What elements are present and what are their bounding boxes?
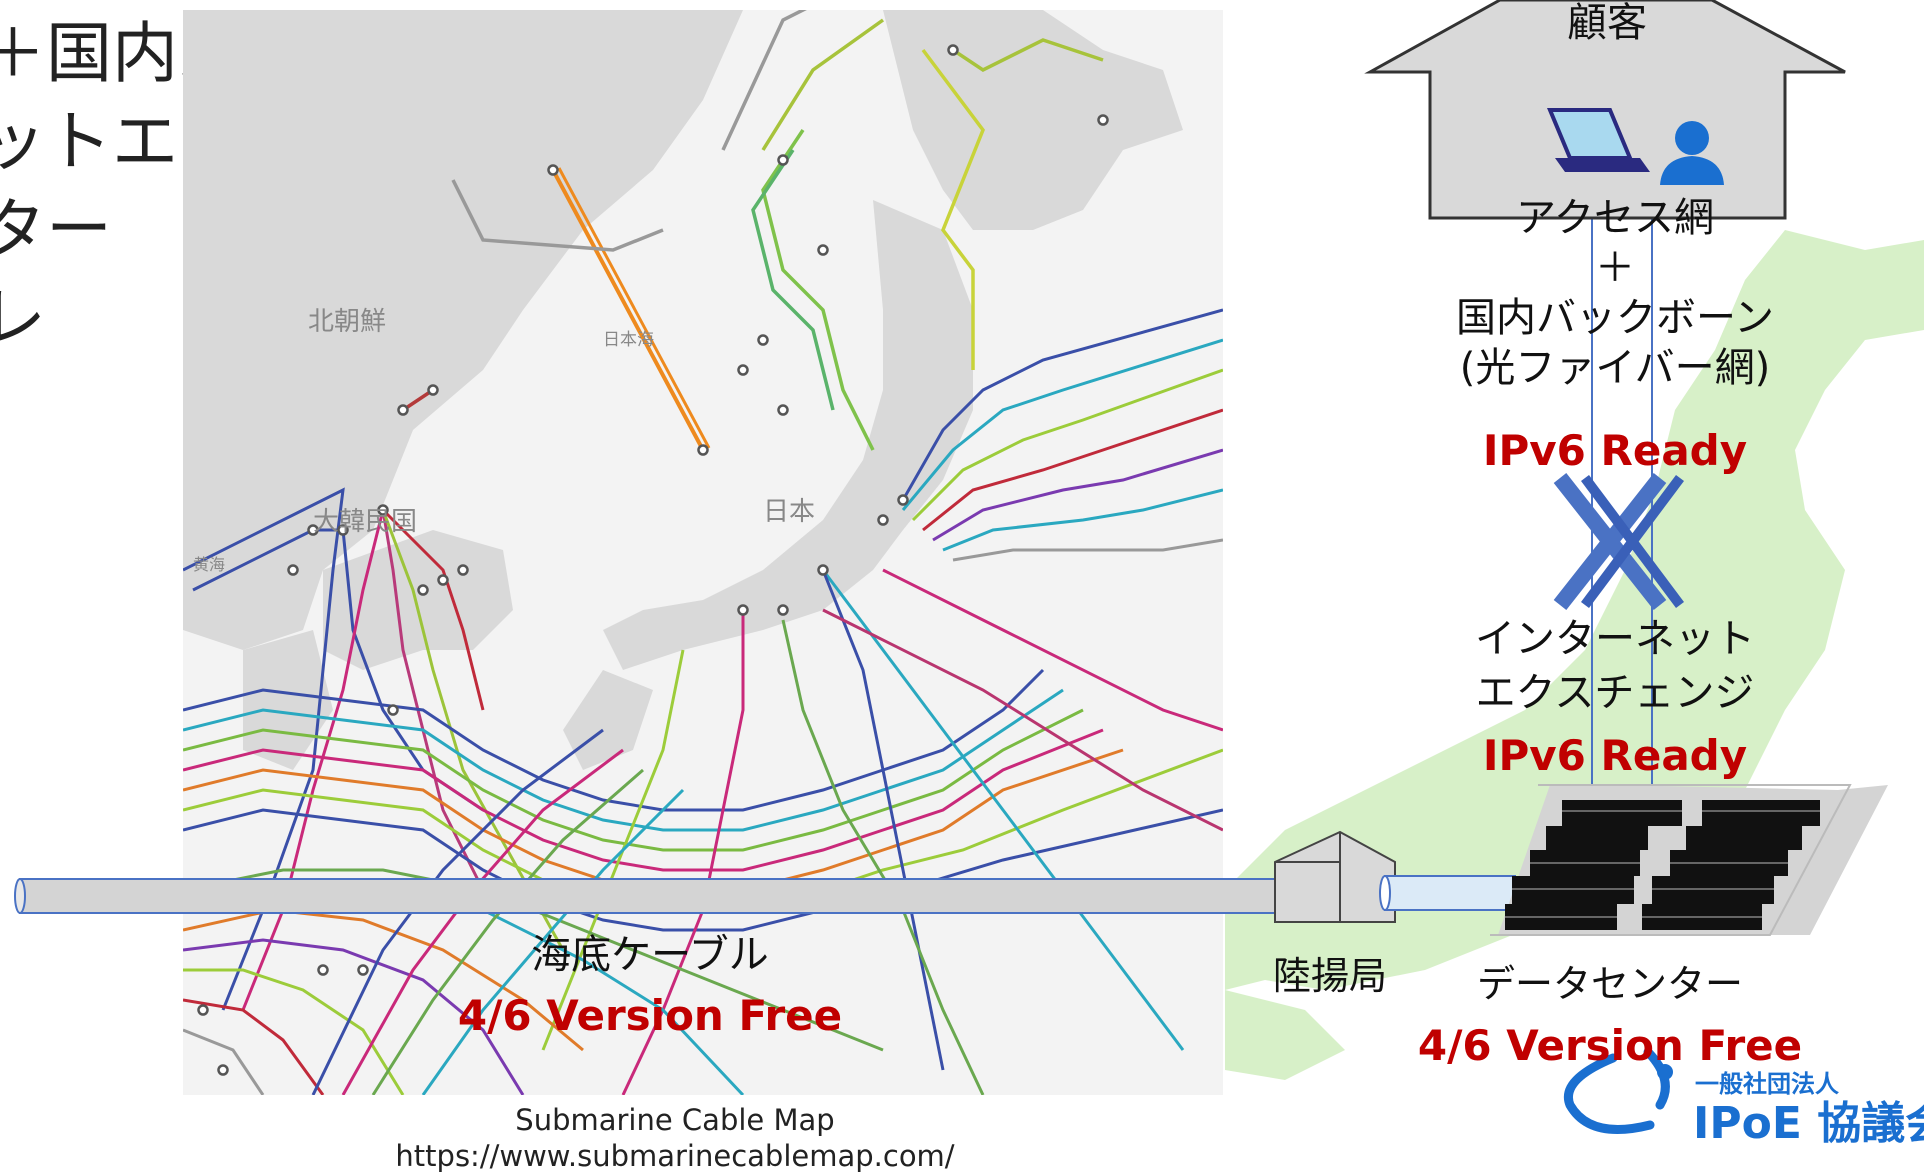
submarine-cable-map: 北朝鮮 日本海 大韓民国 黄海 日本 xyxy=(183,10,1223,1095)
ix-line-2: エクスチェンジ xyxy=(1475,670,1755,716)
submarine-cables xyxy=(183,10,1223,1095)
access-line-4: (光ファイバー網) xyxy=(1459,345,1771,391)
datacenter-servers xyxy=(1490,784,1888,936)
access-line-2: ＋ xyxy=(1595,245,1635,291)
landing-points xyxy=(197,44,1109,1076)
logo-org-type: 一般社団法人 xyxy=(1695,1070,1839,1098)
credit-url[interactable]: https://www.submarinecablemap.com/ xyxy=(395,1139,955,1173)
access-status: IPv6 Ready xyxy=(1482,426,1748,475)
landing-to-datacenter-pipe xyxy=(1379,875,1516,911)
submarine-cable-label: 海底ケーブル xyxy=(531,932,769,978)
access-network-label: アクセス網 ＋ 国内バックボーン (光ファイバー網) xyxy=(1400,193,1830,393)
map-landmass xyxy=(183,10,1183,770)
left-heading-line-3: ター xyxy=(0,191,112,268)
logo-org-name: IPoE 協議会 xyxy=(1693,1098,1924,1149)
map-label-japan: 日本 xyxy=(763,497,815,527)
customer-label: 顧客 xyxy=(1567,0,1647,46)
landing-station-label: 陸揚局 xyxy=(1272,954,1387,998)
submarine-cable-pipe xyxy=(14,878,1286,914)
map-label-yellow-sea: 黄海 xyxy=(193,555,225,574)
access-line-1: アクセス網 xyxy=(1516,195,1714,241)
ipoe-logo-dot xyxy=(1657,1064,1673,1080)
user-icon xyxy=(1660,121,1724,185)
map-label-sea-of-japan: 日本海 xyxy=(603,330,654,350)
ix-status: IPv6 Ready xyxy=(1482,731,1748,780)
access-line-3: 国内バックボーン xyxy=(1456,295,1774,341)
japan-silhouette xyxy=(1225,230,1924,1080)
laptop-icon xyxy=(1547,108,1650,172)
credit-title: Submarine Cable Map xyxy=(515,1103,835,1137)
left-heading-line-4: レ xyxy=(0,279,46,356)
submarine-cable-status: 4/6 Version Free xyxy=(457,991,843,1040)
ix-line-1: インターネット xyxy=(1475,616,1755,662)
datacenter-label: データセンター xyxy=(1476,962,1743,1006)
ix-label: インターネット エクスチェンジ xyxy=(1400,612,1830,720)
map-label-south-korea: 大韓民国 xyxy=(313,507,417,537)
map-credit: Submarine Cable Map https://www.submarin… xyxy=(300,1102,1050,1174)
ix-cross-icon xyxy=(1553,473,1685,610)
datacenter-status: 4/6 Version Free xyxy=(1417,1021,1803,1070)
map-label-north-korea: 北朝鮮 xyxy=(308,307,386,337)
landing-station-building xyxy=(1274,830,1396,923)
